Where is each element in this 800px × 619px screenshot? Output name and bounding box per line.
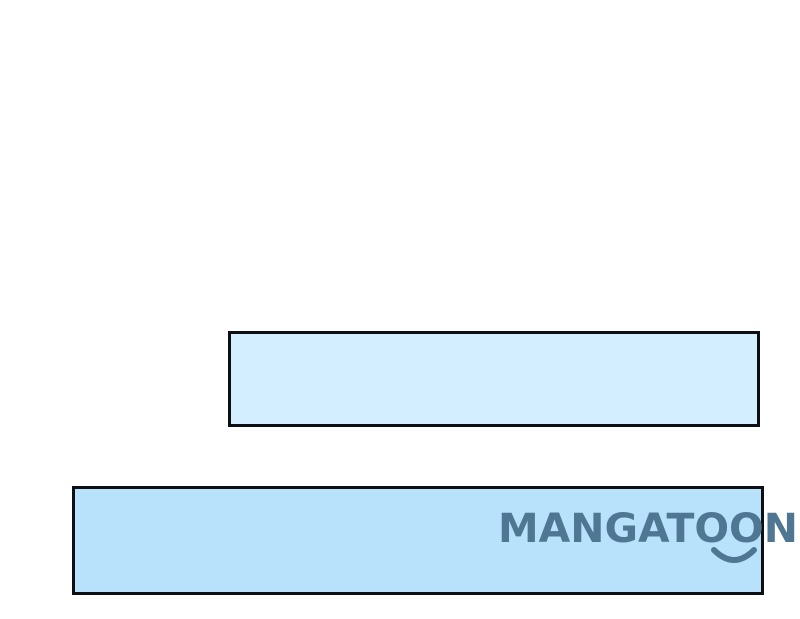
- watermark-text: MANGATOON: [498, 506, 798, 552]
- upper-blue-panel: [228, 331, 760, 427]
- mangatoon-logo: MANGATOON: [498, 506, 798, 563]
- mangatoon-watermark: MANGATOON: [498, 500, 800, 570]
- lower-blue-panel: [72, 486, 764, 595]
- smile-icon: [711, 547, 757, 563]
